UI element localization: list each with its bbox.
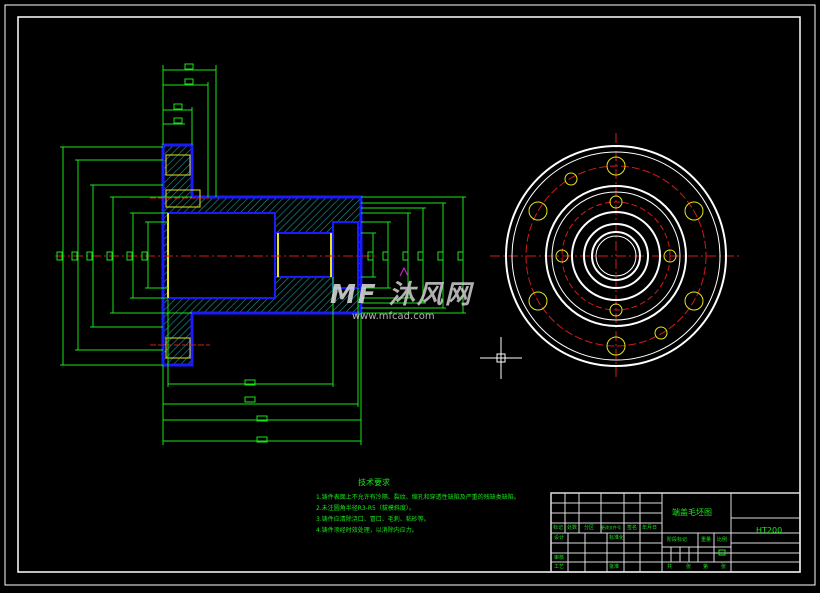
title-block-grid xyxy=(550,492,801,573)
end-view xyxy=(490,133,740,380)
stage-label: 比例 xyxy=(717,537,728,543)
inner-frame xyxy=(17,16,801,573)
outer-frame xyxy=(4,4,816,586)
part-name: 端盖毛坯图 xyxy=(672,508,712,517)
tech-requirement-line: 2.未注圆角半径R3-R5（拔模斜度）。 xyxy=(316,505,415,512)
header-label: 年月日 xyxy=(642,525,658,531)
row-label: 设计 xyxy=(554,535,565,541)
header-label: 签名 xyxy=(627,525,638,531)
row-label: 工艺 xyxy=(554,564,565,570)
stage-label: 重量 xyxy=(701,537,712,543)
tech-requirement-line: 1.铸件表面上不允许有冷隔、裂纹、缩孔和穿透性缺陷及严重的残缺类缺陷。 xyxy=(316,494,520,501)
section-view xyxy=(55,143,375,367)
material: HT200 xyxy=(756,526,783,535)
watermark-brand: MF 沐风网 xyxy=(330,280,473,310)
stage-label: 阶段标记 xyxy=(667,537,688,543)
header-label: 处数 xyxy=(567,525,578,531)
cursor-crosshair xyxy=(480,337,522,379)
dimensions xyxy=(56,63,466,445)
header-label: 更改文件号 xyxy=(601,525,621,530)
row-label: 审核 xyxy=(554,555,565,561)
mid-label: 标准化 xyxy=(609,535,625,541)
sheet-label: 共 xyxy=(667,564,673,570)
header-label: 分区 xyxy=(584,525,595,531)
mid-label: 批准 xyxy=(609,564,620,570)
sheet-label: 张 xyxy=(721,564,727,570)
watermark-logo: MF 沐风网 www.mfcad.com xyxy=(330,274,473,322)
watermark-url: www.mfcad.com xyxy=(352,311,435,322)
header-label: 标记 xyxy=(553,525,564,531)
section-mark xyxy=(399,266,409,277)
tech-requirement-line: 4.铸件须经时效处理，以消除内应力。 xyxy=(316,527,418,534)
sheet-label: 第 xyxy=(703,564,709,570)
tech-requirements-title: 技术要求 xyxy=(358,478,390,487)
tech-requirement-line: 3.铸件应清除浇口、冒口、毛刺、粘砂等。 xyxy=(316,516,430,523)
sheet-label: 张 xyxy=(686,564,692,570)
